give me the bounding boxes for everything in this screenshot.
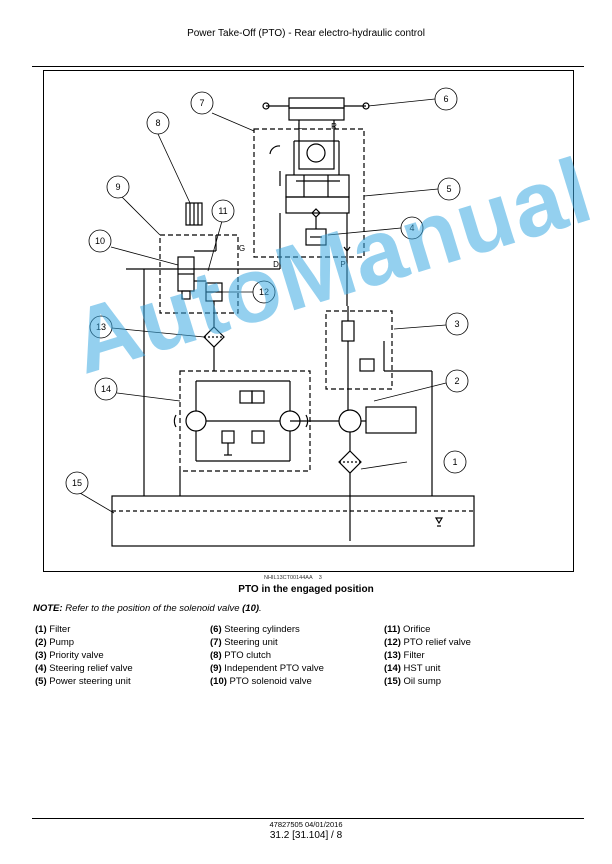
footer-document-id: 47827505 04/01/2016 [269,820,343,829]
legend-column-3: (11) Orifice (12) PTO relief valve (13) … [384,623,471,688]
legend-item: (9) Independent PTO valve [210,663,324,674]
legend-item: (15) Oil sump [384,676,442,687]
steering-cylinder-body [288,97,345,109]
legend-column-2: (6) Steering cylinders (7) Steering unit… [210,623,324,688]
note: NOTE: Refer to the position of the solen… [33,603,262,614]
legend-item: (5) Power steering unit [35,676,131,687]
image-code-index: 3 [318,575,322,581]
priority-valve [341,320,355,342]
callout-5: 5 [446,184,451,194]
steering-unit-box [253,128,365,258]
callout-6: 6 [443,94,448,104]
port-label-l: L [298,122,303,131]
legend-item: (1) Filter [35,624,71,635]
hydraulic-diagram: 1 2 3 4 5 6 7 8 9 10 11 12 13 14 15 L R … [43,70,574,572]
footer-rule [32,818,584,819]
callout-11: 11 [218,206,227,216]
callout-10: 10 [95,236,105,246]
callout-1: 1 [452,457,457,467]
hst-pump [185,410,207,432]
image-code-id: NHIL13CT00144AA [264,575,313,581]
page-header-title: Power Take-Off (PTO) - Rear electro-hydr… [187,28,425,39]
oil-sump [111,495,475,547]
note-label: NOTE: [33,603,63,614]
note-text: Refer to the position of the solenoid va… [65,603,240,614]
callout-12: 12 [259,287,269,297]
legend-column-1: (1) Filter (2) Pump (3) Priority valve (… [35,623,133,688]
callout-8: 8 [155,118,160,128]
legend-item: (10) PTO solenoid valve [210,676,312,687]
callout-14: 14 [101,384,111,394]
note-end: . [259,603,262,614]
independent-pto-valve-box [159,234,239,314]
filter-1 [338,450,362,474]
port-label-p: P [340,260,345,269]
header-rule [32,66,584,67]
power-steering-unit [285,174,350,198]
figure-caption: PTO in the engaged position [238,584,374,595]
priority-valve-box [325,310,393,390]
callout-15: 15 [72,478,82,488]
port-label-r: R [331,122,337,131]
footer-page-number: 31.2 [31.104] / 8 [269,830,343,841]
legend-item: (8) PTO clutch [210,650,272,661]
port-label-d: D [273,260,279,269]
callout-2: 2 [454,376,459,386]
legend-item: (3) Priority valve [35,650,104,661]
legend-item: (2) Pump [35,637,75,648]
legend-item: (11) Orifice [384,624,431,635]
note-ref: (10) [242,603,260,614]
port-label-g: G [239,244,245,253]
callout-13: 13 [96,322,106,332]
callout-7: 7 [199,98,204,108]
legend-item: (12) PTO relief valve [384,637,471,648]
pump-drive-box [365,406,417,434]
callout-9: 9 [115,182,120,192]
main-pump [338,409,362,433]
callout-4: 4 [409,223,414,233]
legend-item: (6) Steering cylinders [210,624,300,635]
legend-item: (7) Steering unit [210,637,278,648]
legend-item: (14) HST unit [384,663,441,674]
steering-relief-valve [305,228,327,246]
legend-item: (4) Steering relief valve [35,663,133,674]
callout-3: 3 [454,319,459,329]
image-code: NHIL13CT00144AA 3 [264,575,322,581]
legend-item: (13) Filter [384,650,425,661]
